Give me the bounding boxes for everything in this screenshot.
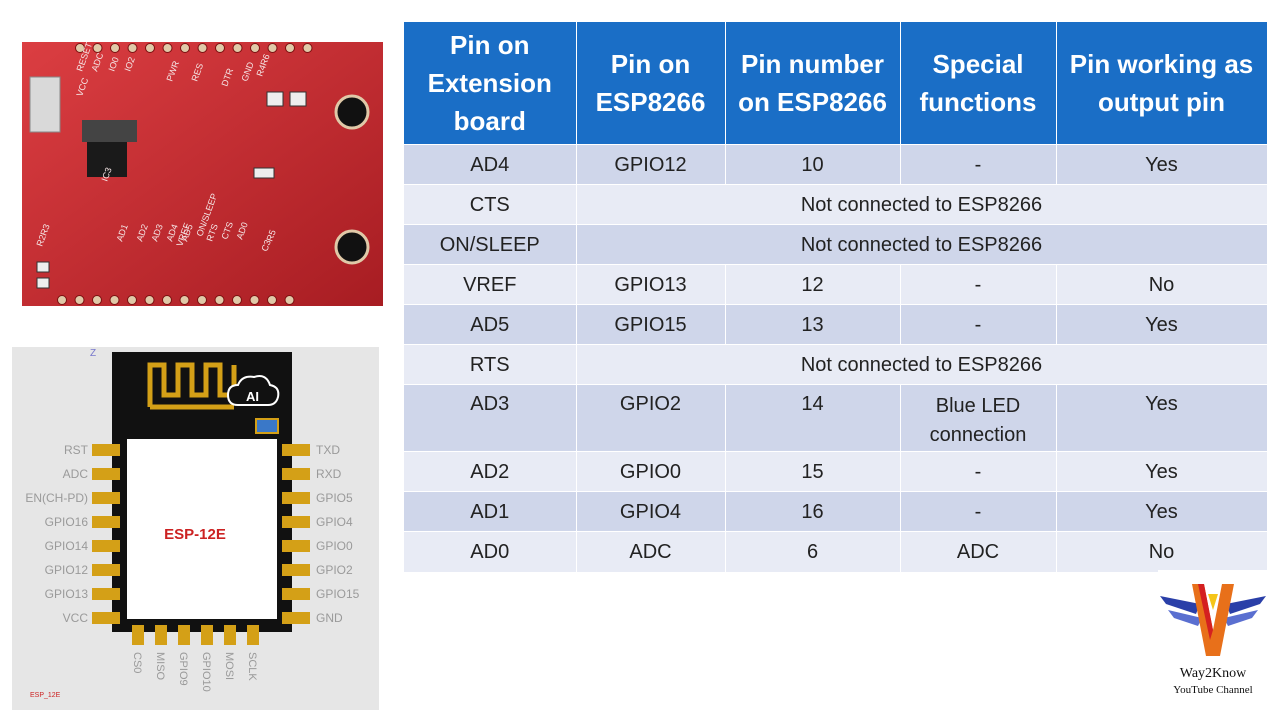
cell-esp-pin: GPIO15: [576, 304, 726, 345]
logo-name: Way2Know: [1179, 666, 1247, 681]
cell-esp-pin: GPIO12: [576, 144, 726, 185]
left-pin-label: GPIO14: [45, 539, 89, 553]
ai-logo-text: AI: [246, 389, 259, 404]
cell-esp-pin: GPIO4: [576, 491, 726, 532]
pin-mapping-table: Pin on Extension board Pin on ESP8266 Pi…: [404, 22, 1268, 572]
cell-extension-pin: AD4: [404, 144, 577, 185]
cell-special-function: -: [900, 451, 1057, 492]
cell-not-connected: Not connected to ESP8266: [576, 344, 1268, 385]
cell-output-pin: No: [1056, 264, 1268, 305]
right-pin-label: GPIO0: [316, 539, 353, 553]
cell-not-connected: Not connected to ESP8266: [576, 224, 1268, 265]
cell-output-pin: Yes: [1056, 144, 1268, 185]
cell-esp-pin: GPIO0: [576, 451, 726, 492]
board-silkscreen-label: C3: [259, 238, 272, 252]
right-pin-label: GPIO15: [316, 587, 360, 601]
right-pin-label: GPIO4: [316, 515, 353, 529]
cell-extension-pin: CTS: [404, 184, 577, 225]
right-pin-label: GND: [316, 611, 343, 625]
cell-extension-pin: AD1: [404, 491, 577, 532]
table-header-row: Pin on Extension board Pin on ESP8266 Pi…: [404, 22, 1268, 145]
cell-pin-number: 15: [725, 451, 901, 492]
cell-pin-number: 12: [725, 264, 901, 305]
cell-extension-pin: AD3: [404, 384, 577, 452]
cell-special-function: ADC: [900, 531, 1057, 572]
left-pin-label: GPIO16: [45, 515, 89, 529]
cell-special-function: -: [900, 264, 1057, 305]
cell-extension-pin: AD0: [404, 531, 577, 572]
header-pin-number: Pin number on ESP8266: [725, 22, 901, 145]
bottom-pin-label: CS0: [131, 652, 143, 673]
cell-special-function: Blue LED connection: [900, 384, 1057, 452]
cell-extension-pin: AD2: [404, 451, 577, 492]
bottom-pin-label: GPIO10: [200, 652, 212, 692]
bottom-pin-label: GPIO9: [177, 652, 189, 686]
right-pin-label: GPIO5: [316, 491, 353, 505]
bottom-pin-label: MISO: [154, 652, 166, 681]
cell-special-function: -: [900, 491, 1057, 532]
header-extension-pin: Pin on Extension board: [404, 22, 577, 145]
cell-output-pin: Yes: [1056, 304, 1268, 345]
board-silkscreen-label: IC3: [99, 166, 113, 183]
left-pin-label: RST: [64, 443, 89, 457]
esp12e-module-drawing: Z AI ESP-12E RST ADC EN(CH-PD) GPIO16GPIO14…: [12, 347, 379, 710]
right-pin-label: GPIO2: [316, 563, 353, 577]
way2know-logo: Way2Know YouTube Channel: [1158, 570, 1268, 710]
left-pin-label: EN(CH-PD): [25, 491, 88, 505]
board-silkscreen-label: R5: [264, 228, 277, 242]
cell-pin-number: 13: [725, 304, 901, 345]
cell-esp-pin: GPIO13: [576, 264, 726, 305]
cell-output-pin: Yes: [1056, 491, 1268, 532]
cell-esp-pin: ADC: [576, 531, 726, 572]
module-title: ESP-12E: [164, 526, 226, 543]
left-pin-label: GPIO12: [45, 563, 89, 577]
left-pin-label: VCC: [63, 611, 89, 625]
header-output-pin: Pin working as output pin: [1056, 22, 1268, 145]
cell-pin-number: 10: [725, 144, 901, 185]
left-pin-label: GPIO13: [45, 587, 89, 601]
bottom-pin-label: MOSI: [223, 652, 235, 680]
cell-pin-number: 14: [725, 384, 901, 452]
right-pin-label: TXD: [316, 443, 340, 457]
right-pin-label: RXD: [316, 467, 342, 481]
module-caption: ESP_12E: [30, 692, 61, 699]
cell-esp-pin: GPIO2: [576, 384, 726, 452]
bottom-pin-label: SCLK: [246, 652, 258, 681]
board-silkscreen-label: IO2: [122, 56, 136, 73]
corner-mark: Z: [90, 348, 96, 359]
cell-pin-number: 6: [725, 531, 901, 572]
cell-pin-number: 16: [725, 491, 901, 532]
header-special-functions: Special functions: [900, 22, 1057, 145]
cell-extension-pin: RTS: [404, 344, 577, 385]
cell-output-pin: Yes: [1056, 384, 1268, 452]
way2know-emblem-icon: [1160, 584, 1266, 656]
cell-special-function: -: [900, 144, 1057, 185]
header-esp-pin: Pin on ESP8266: [576, 22, 726, 145]
cell-extension-pin: ON/SLEEP: [404, 224, 577, 265]
cell-special-function: -: [900, 304, 1057, 345]
cell-extension-pin: AD5: [404, 304, 577, 345]
logo-subtitle: YouTube Channel: [1173, 684, 1253, 696]
left-pin-label: ADC: [63, 467, 89, 481]
cell-not-connected: Not connected to ESP8266: [576, 184, 1268, 225]
cell-output-pin: Yes: [1056, 451, 1268, 492]
cell-output-pin: No: [1056, 531, 1268, 572]
cell-extension-pin: VREF: [404, 264, 577, 305]
board-silkscreen-label: IO0: [106, 56, 120, 73]
